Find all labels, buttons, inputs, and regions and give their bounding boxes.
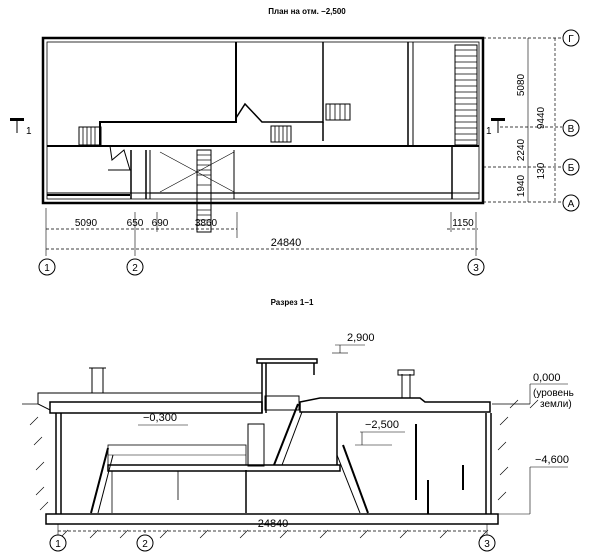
level-minus-2500: −2,500 [355,419,405,446]
axis-1: 1 [55,539,61,550]
section-mark-label: 1 [486,126,492,137]
floor-plan: План на отм. −2,500 [10,7,580,276]
section-mark-label: 1 [26,126,32,137]
outer-wall [41,36,485,205]
section-dim-total: 24840 [258,518,289,530]
ground-note-1: (уровень [533,388,574,399]
dim-2240: 2240 [516,138,527,161]
dim-650: 650 [127,218,144,229]
section-mark-left: 1 [10,118,32,137]
plan-axis-markers-x: 1 2 3 [38,258,485,276]
level-label-mezz: −0,300 [143,412,177,424]
plan-axis-markers-y: Г В Б А [562,29,580,212]
axis-G: Г [568,34,574,45]
axis-A: А [568,199,575,210]
vent-pipes [89,367,415,398]
dim-5080: 5080 [516,73,527,96]
raised-block [256,358,318,413]
outer-walls-section [55,413,492,514]
dim-total: 24840 [271,237,302,249]
stairs-plan [78,44,478,233]
axis-B: Б [568,163,575,174]
dim-9440: 9440 [536,106,547,129]
level-minus-4600: −4,600 [498,454,569,515]
dim-1150: 1150 [452,218,474,229]
level-label-top: 2,900 [347,332,375,344]
level-label-floor1: −2,500 [365,419,399,431]
axis-2: 2 [142,539,148,550]
axis-1: 1 [44,263,50,274]
level-label-ground: 0,000 [533,372,561,384]
inner-wall-outline [46,41,480,200]
level-label-bottom: −4,600 [535,454,569,466]
level-0000: 0,000 (уровень земли) [529,372,574,410]
plan-dimensions-right: 5080 2240 130 1940 9440 [483,37,562,203]
axis-2: 2 [132,263,138,274]
level-2900: 2,900 [332,332,375,354]
ground-note-2: земли) [540,399,572,410]
mezzanine [90,403,464,514]
section-title: Разрез 1−1 [271,298,314,307]
axis-V: В [568,124,575,135]
floor-slab [45,513,499,525]
roof-slab-right [299,397,491,413]
interior-walls [47,42,479,199]
dim-5090: 5090 [75,218,98,229]
section-dimensions: 24840 [57,518,488,535]
axis-3: 3 [484,539,490,550]
section-axis-markers: 1 2 3 [49,534,496,552]
dim-130: 130 [536,162,547,179]
dim-690: 690 [152,218,169,229]
dim-1940: 1940 [516,174,527,197]
plan-title: План на отм. −2,500 [268,7,346,16]
level-minus-0300: −0,300 [138,412,188,426]
axis-3: 3 [473,263,479,274]
section-1-1: Разрез 1−1 [22,298,574,552]
section-mark-right: 1 [486,118,505,137]
plan-dimensions-bottom: 5090 650 690 3860 1150 24840 [45,208,478,256]
dim-3860: 3860 [195,218,218,229]
